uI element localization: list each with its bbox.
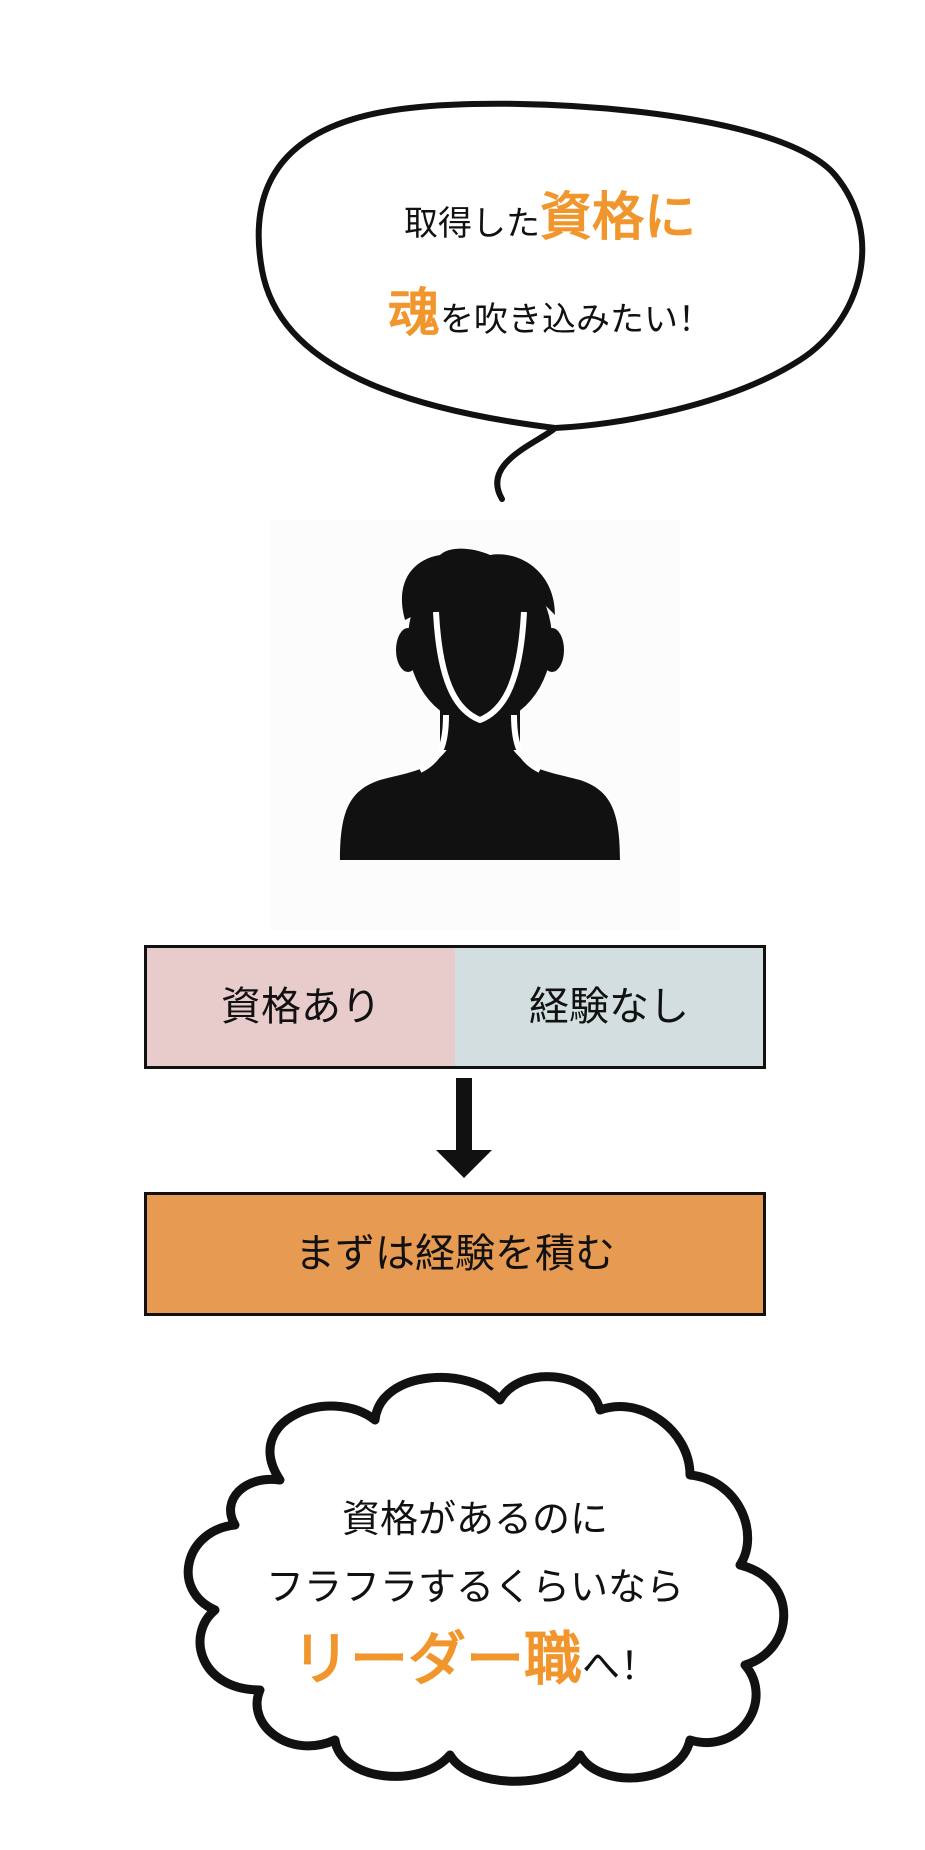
status-has-qualification: 資格あり [147, 948, 455, 1066]
thought-line-1-text: 資格があるのに [341, 1497, 608, 1541]
action-box: まずは経験を積む [144, 1192, 766, 1316]
status-bar: 資格あり 経験なし [144, 945, 766, 1069]
thought-line-3: リーダー職へ！ [210, 1630, 740, 1688]
speech-line-1: 取得した資格に [330, 192, 770, 244]
action-label: まずは経験を積む [295, 1231, 615, 1277]
speech-line-2-accent: 魂 [387, 284, 440, 344]
speech-line-1-accent: 資格に [539, 188, 696, 248]
speech-line-1-prefix: 取得した [403, 204, 540, 244]
thought-line-3-suffix: へ！ [582, 1644, 659, 1688]
status-no-experience: 経験なし [455, 948, 763, 1066]
thought-line-3-accent: リーダー職 [291, 1625, 582, 1693]
speech-line-2-suffix: を吹き込みたい！ [440, 300, 712, 340]
speech-line-2: 魂を吹き込みたい！ [330, 288, 770, 340]
thought-line-1: 資格があるのに [210, 1500, 740, 1538]
status-has-qualification-label: 資格あり [221, 984, 381, 1030]
thought-line-2-text: フラフラするくらいなら [265, 1565, 684, 1609]
status-no-experience-label: 経験なし [529, 984, 689, 1030]
thought-line-2: フラフラするくらいなら [210, 1568, 740, 1606]
